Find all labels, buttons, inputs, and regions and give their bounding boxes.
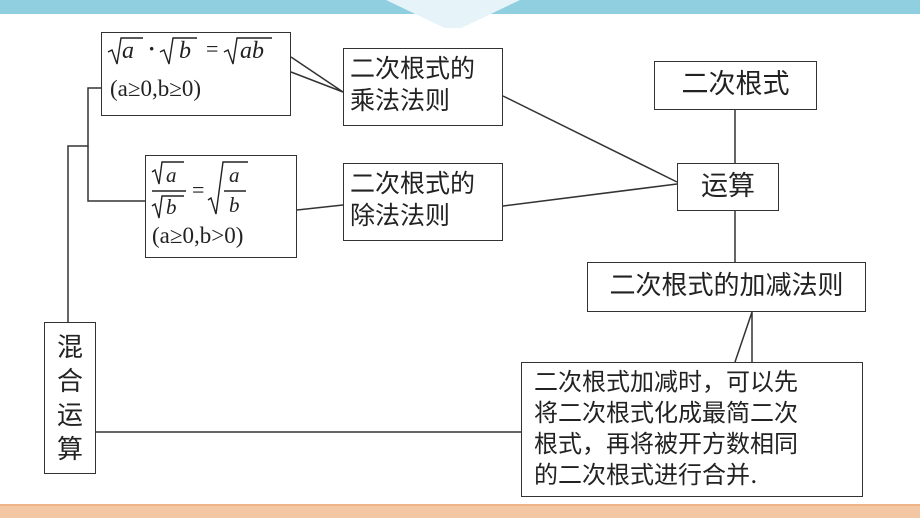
- mult-left-a: a: [122, 38, 134, 64]
- root-node: 二次根式: [654, 61, 817, 110]
- line-mult-operation: [502, 95, 678, 183]
- div-left-den: b: [166, 195, 177, 219]
- operation-label: 运算: [701, 171, 755, 202]
- mixed-char-4: 算: [56, 435, 83, 465]
- mult-condition: (a≥0,b≥0): [110, 76, 202, 101]
- note-pointer: [734, 311, 753, 363]
- line-div-operation: [502, 183, 678, 207]
- division-rule-node: 二次根式的 除法法则: [343, 163, 503, 241]
- div-equals: =: [192, 177, 205, 202]
- mixed-char-1: 混: [56, 333, 83, 363]
- mult-right-ab: ab: [240, 38, 264, 64]
- div-condition: (a≥0,b>0): [152, 223, 244, 248]
- mult-left-b: b: [179, 38, 191, 64]
- div-right-num: a: [229, 163, 240, 187]
- mult-rule-line-2: 乘法法则: [350, 86, 451, 115]
- multiplication-formula-box: [101, 32, 291, 116]
- line-div-formula: [296, 204, 344, 211]
- addition-rule-node: 二次根式的加减法则: [587, 262, 866, 312]
- note-line-1: 二次根式加减时，可以先: [534, 368, 798, 396]
- bottom-decor-line: [0, 504, 920, 506]
- mult-dot: ·: [148, 36, 156, 61]
- note-callout: 二次根式加减时，可以先 将二次根式化成最简二次 根式，再将被开方数相同 的二次根…: [521, 362, 863, 497]
- mixed-operation-node: 混 合 运 算: [44, 322, 96, 474]
- mult-equals: =: [206, 36, 219, 61]
- note-line-4: 的二次根式进行合并.: [534, 461, 758, 489]
- div-right-den: b: [229, 193, 240, 217]
- mult-rule-line-1: 二次根式的: [350, 54, 476, 83]
- note-line-3: 根式，再将被开方数相同: [534, 430, 798, 458]
- top-notch: [386, 0, 520, 32]
- root-label: 二次根式: [681, 69, 790, 100]
- note-line-2: 将二次根式化成最简二次: [534, 399, 798, 427]
- mixed-char-2: 合: [56, 367, 83, 397]
- addition-rule-label: 二次根式的加减法则: [609, 271, 844, 301]
- multiplication-rule-node: 二次根式的 乘法法则: [343, 48, 503, 126]
- mixed-char-3: 运: [56, 401, 83, 431]
- div-rule-line-1: 二次根式的: [350, 169, 476, 198]
- div-left-num: a: [166, 163, 177, 187]
- bottom-decor-bar: [0, 506, 920, 518]
- line-bracket-div: [87, 146, 145, 202]
- div-rule-line-2: 除法法则: [350, 201, 451, 230]
- operation-node: 运算: [677, 163, 779, 211]
